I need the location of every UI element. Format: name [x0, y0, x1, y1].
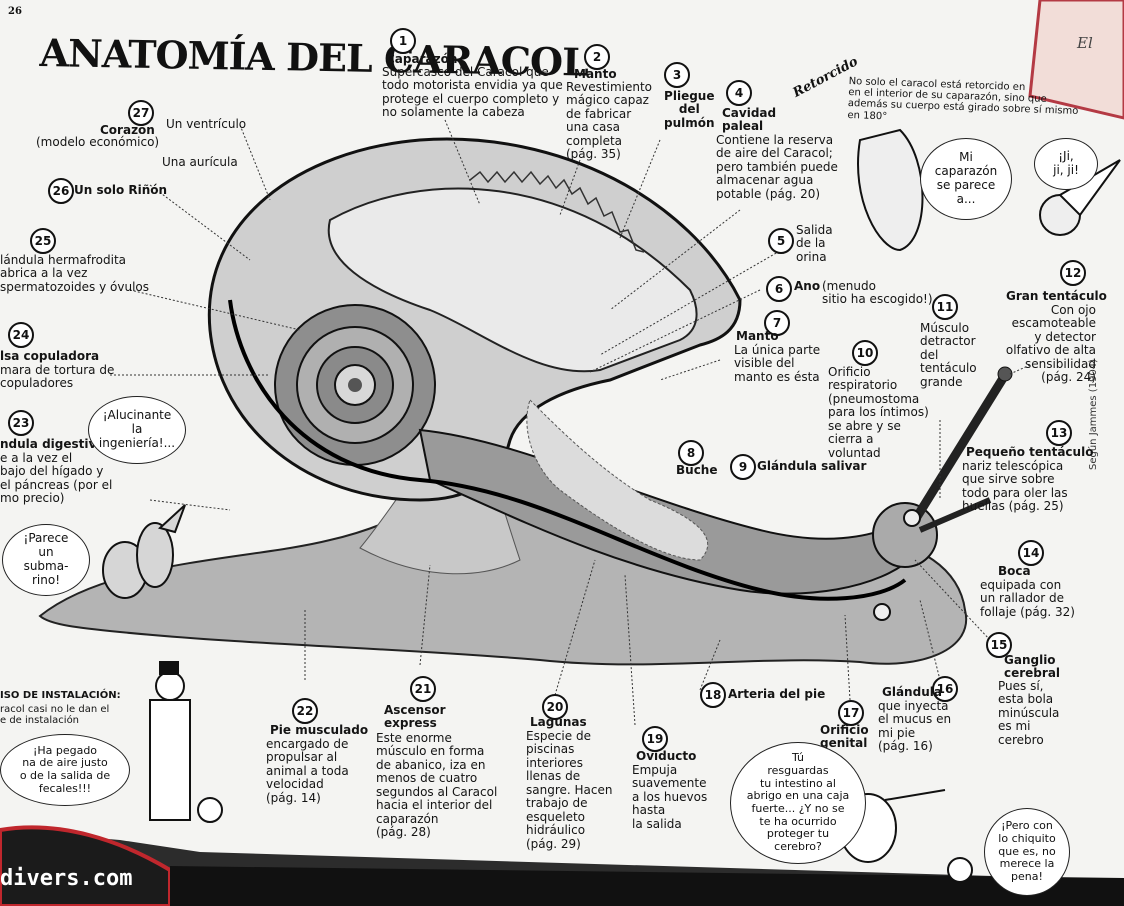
callout-text-24: mara de tortura de copuladores — [0, 364, 114, 391]
callout-number-22: 22 — [292, 698, 318, 724]
callout-text-26: Un solo Riñón — [74, 184, 167, 197]
callout-text-19: Empuja suavemente a los huevos hasta la … — [632, 764, 707, 831]
callout-number-23: 23 — [8, 410, 34, 436]
callout-title-14: Boca — [998, 565, 1031, 578]
instalacion-title: ISO DE INSTALACIÓN: — [0, 690, 121, 701]
callout-text-5: Salida de la orina — [796, 224, 833, 264]
callout-title-24: lsa copuladora — [0, 350, 99, 363]
callout-text-12: Con ojo escamoteable y detector olfativo… — [970, 304, 1096, 385]
bubble-alucinante: ¡Alucinante la ingeniería!... — [88, 396, 186, 464]
callout-number-12: 12 — [1060, 260, 1086, 286]
callout-text-4: Contiene la reserva de aire del Caracol;… — [716, 134, 838, 201]
callout-number-24: 24 — [8, 322, 34, 348]
callout-title-3: Pliegue del pulmón — [664, 90, 715, 130]
callout-text-21: Este enorme músculo en forma de abanico,… — [376, 732, 497, 840]
bubble-mi-caparazon: Mi caparazón se parece a... — [920, 138, 1012, 220]
callout-number-21: 21 — [410, 676, 436, 702]
callout-text-20: Especie de piscinas interiores llenas de… — [526, 730, 612, 851]
callout-number-3: 3 — [664, 62, 690, 88]
callout-text-25: lándula hermafrodita abrica a la vez spe… — [0, 254, 149, 294]
callout-text-16: que inyecta el mucus en mi pie (pág. 16) — [878, 700, 951, 754]
callout-number-26: 26 — [48, 178, 74, 204]
page-number: 26 — [8, 6, 22, 17]
bubble-intestino: Tú resguardas tu intestino al abrigo en … — [730, 742, 866, 864]
callout-title-22: Pie musculado — [270, 724, 368, 737]
callout-number-11: 11 — [932, 294, 958, 320]
callout-number-10: 10 — [852, 340, 878, 366]
callout-text-27: (modelo económico) — [36, 136, 159, 149]
callout-text-11: Músculo detractor del tentáculo grande — [920, 322, 977, 389]
callout-number-5: 5 — [768, 228, 794, 254]
callout-text-13: nariz telescópica que sirve sobre todo p… — [962, 460, 1068, 514]
callout-title-18: Arteria del pie — [728, 688, 825, 701]
corner-text: El — [1077, 34, 1093, 52]
callout-number-9: 9 — [730, 454, 756, 480]
callout-text-22: encargado de propulsar al animal a toda … — [266, 738, 349, 805]
callout-text-14: equipada con un rallador de follaje (pág… — [980, 579, 1075, 619]
callout-text-23: e a la vez el bajo del hígado y el páncr… — [0, 452, 112, 506]
callout-title-8: Buche — [676, 464, 717, 477]
callout-text-15: Pues sí, esta bola minúscula es mi cereb… — [998, 680, 1059, 747]
callout-title-13: Pequeño tentáculo — [966, 446, 1093, 459]
callout-number-13: 13 — [1046, 420, 1072, 446]
callout-number-14: 14 — [1018, 540, 1044, 566]
callout-text-7: La única parte visible del manto es ésta — [734, 344, 820, 384]
callout-text-6: (menudo sitio ha escogido!) — [822, 280, 933, 307]
callout-title-12: Gran tentáculo — [1006, 290, 1107, 303]
callout-title-16: Glándula — [882, 686, 942, 699]
callout-title-4: Cavidad paleal — [722, 107, 776, 134]
bubble-parece-submarino: ¡Parece un subma- rino! — [2, 524, 90, 596]
callout-text-2: Revestimiento mágico capaz de fabricar u… — [566, 81, 652, 162]
callout-text-10: Orificio respiratorio (pneumostoma para … — [828, 366, 929, 460]
bubble-ha-pegado: ¡Ha pegado na de aire justo o de la sali… — [0, 734, 130, 806]
callout-text-1: Supercasco del Caracol que todo motorist… — [382, 66, 563, 120]
callout-title-6: Ano — [794, 280, 820, 293]
callout-number-4: 4 — [726, 80, 752, 106]
bubble-jiji: ¡Ji, ji, ji! — [1034, 138, 1098, 190]
heart-ventricle-label: Un ventrículo — [166, 118, 246, 131]
retorcido-note: No solo el caracol está retorcido en en … — [847, 76, 1079, 129]
callout-title-9: Glándula salivar — [757, 460, 866, 473]
callout-number-18: 18 — [700, 682, 726, 708]
callout-number-25: 25 — [30, 228, 56, 254]
heart-atrium-label: Una aurícula — [162, 156, 238, 169]
callout-title-7: Manto — [736, 330, 779, 343]
bubble-pero-chiquito: ¡Pero con lo chiquito que es, no merece … — [984, 808, 1070, 896]
callout-title-19: Oviducto — [636, 750, 696, 763]
callout-title-20: Lagunas — [530, 716, 587, 729]
instalacion-text: racol casi no le dan el e de instalación — [0, 704, 109, 726]
watermark: divers.com — [0, 866, 132, 891]
callout-number-1: 1 — [390, 28, 416, 54]
callout-title-21: Ascensor express — [384, 704, 446, 731]
callout-title-17: Orificio genital — [820, 724, 869, 751]
callout-number-6: 6 — [766, 276, 792, 302]
callout-title-15: Ganglio cerebral — [1004, 654, 1060, 681]
